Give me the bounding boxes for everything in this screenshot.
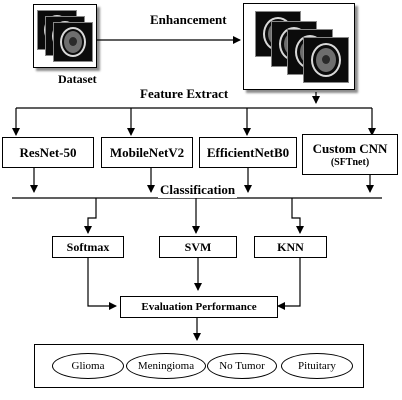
model-box-custom-cnn: Custom CNN (SFTnet) [302, 134, 398, 175]
mri-scan-icon [53, 22, 93, 62]
class-label: Pituitary [298, 360, 336, 372]
classifier-label: SVM [184, 239, 212, 254]
feature-extract-label: Feature Extract [140, 86, 229, 101]
dataset-image-stack [33, 4, 97, 68]
enhancement-label: Enhancement [150, 12, 227, 27]
evaluation-box: Evaluation Performance [120, 296, 278, 318]
model-box-resnet50: ResNet-50 [2, 137, 94, 168]
arrow-to-softmax [84, 198, 97, 234]
class-label: Glioma [71, 360, 105, 372]
class-glioma: Glioma [52, 353, 124, 379]
output-classes-box: Glioma Meningioma No Tumor Pituitary [34, 344, 364, 388]
model-label: Custom CNN [312, 140, 388, 156]
class-label: No Tumor [219, 360, 265, 372]
class-no-tumor: No Tumor [207, 353, 277, 379]
model-label: ResNet-50 [19, 144, 77, 160]
class-pituitary: Pituitary [281, 353, 353, 379]
class-label: Meningioma [137, 360, 195, 372]
enhanced-image-stack [243, 3, 355, 90]
model-label: MobileNetV2 [109, 144, 185, 160]
model-box-efficientnetb0: EfficientNetB0 [199, 137, 297, 168]
model-box-mobilenetv2: MobileNetV2 [101, 137, 193, 168]
class-meningioma: Meningioma [126, 353, 206, 379]
classification-label: Classification [158, 182, 238, 198]
dataset-label: Dataset [58, 72, 97, 86]
arrow-softmax-to-eval [87, 258, 117, 310]
evaluation-label: Evaluation Performance [141, 301, 257, 313]
classifier-box-softmax: Softmax [52, 236, 124, 258]
arrow-to-knn [291, 198, 304, 234]
classifier-label: KNN [277, 239, 304, 254]
model-label: EfficientNetB0 [206, 144, 290, 160]
classifier-box-svm: SVM [159, 236, 237, 258]
model-sublabel: (SFTnet) [330, 156, 370, 168]
classifier-box-knn: KNN [254, 236, 327, 258]
arrow-knn-to-eval [277, 258, 301, 310]
mri-scan-icon [303, 37, 349, 83]
classifier-label: Softmax [66, 239, 110, 254]
